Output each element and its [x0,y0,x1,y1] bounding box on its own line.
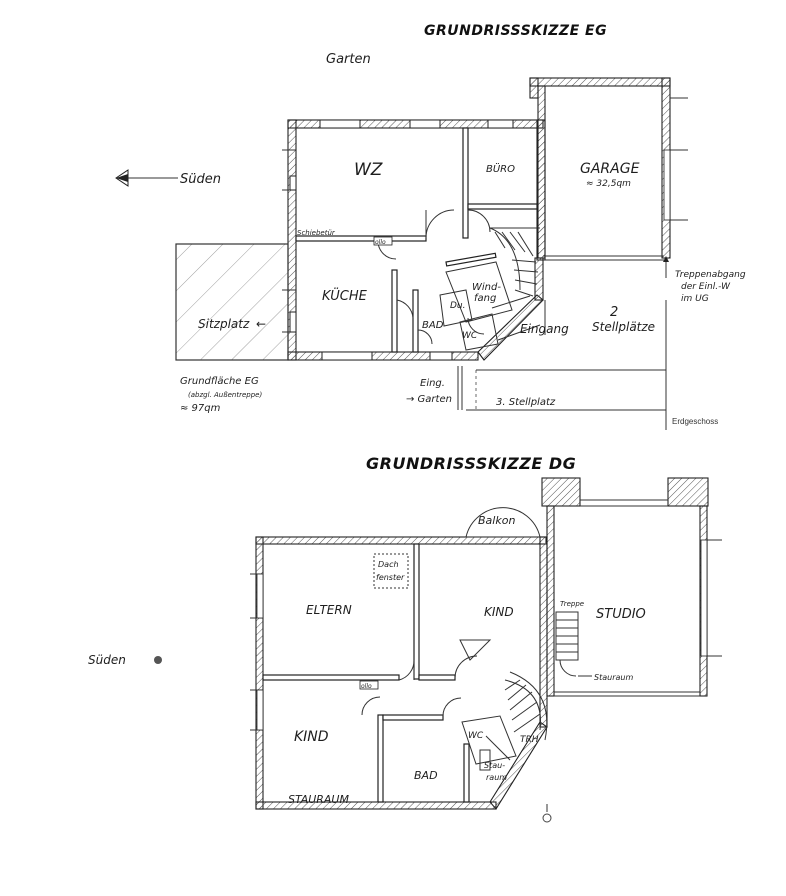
dg-label-sueden: Süden [88,653,126,667]
dg-label-dachfenster-2: fenster [376,573,405,582]
eg-wall-right-lower [534,257,544,301]
eg-label-treppen-1: Treppenabgang [675,270,746,280]
dg-label-eltern: ELTERN [306,603,352,617]
eg-label-grund-1: Grundfläche EG [180,376,259,387]
dg-label-trh: TRH [520,735,539,745]
eg-label-eing-2: → Garten [406,394,452,405]
eg-wall-kueche-bad [391,269,398,353]
eg-label-treppen-3: im UG [681,294,709,304]
eg-label-garten: Garten [326,52,371,67]
dg-label-bad: BAD [414,769,438,782]
eg-stairs [489,227,540,297]
eg-label-du: Du. [450,301,466,311]
eg-wall-buero-bottom [467,203,538,210]
eg-label-wc: WC [462,331,478,341]
title-dg: GRUNDRISSSKIZZE DG [366,454,576,473]
svg-text:←: ← [256,317,266,331]
eg-label-erdgeschoss: Erdgeschoss [672,417,718,426]
eg-wc [459,313,499,351]
eg-label-eing-1: Eing. [420,378,445,389]
dg-label-stauraum-side: Stauraum [594,673,633,682]
dg-label-dachfenster-1: Dach [378,560,399,569]
dg-plan: ollo [154,477,722,823]
eg-ollo: ollo [375,239,386,246]
eg-plan: ollo [115,77,688,430]
eg-garage [529,77,688,278]
eg-wall-wz-kueche [295,235,427,242]
eg-label-wz: WZ [354,160,383,180]
eg-windfang [445,261,513,323]
eg-sitzplatz-area [175,243,289,361]
eg-label-sueden: Süden [180,172,221,187]
eg-wall-bad-left [412,289,419,353]
dg-label-stau-1: Stau- [484,761,505,770]
dg-label-stauraum: STAURAUM [288,793,349,806]
dg-label-kind-bottom: KIND [294,729,329,745]
dg-label-kind-top: KIND [484,605,514,619]
dg-label-stau-2: raum [486,773,507,782]
eg-label-garage-area: ≈ 32,5qm [586,179,631,189]
eg-label-treppen-2: der Einl.-W [681,282,731,292]
eg-label-eingang: Eingang [520,322,569,336]
eg-label-sitzplatz: Sitzplatz [198,317,250,331]
eg-label-grund-3: ≈ 97qm [180,403,221,414]
eg-label-buero: BÜRO [486,162,515,175]
eg-label-bad: BAD [422,320,444,331]
eg-du [439,289,473,327]
title-eg: GRUNDRISSSKIZZE EG [424,23,607,39]
dg-label-studio: STUDIO [596,607,646,622]
dg-ollo: ollo [361,683,372,690]
eg-label-stellplaetze: Stellplätze [592,320,655,334]
eg-label-stellplatz3: 3. Stellplatz [496,397,556,408]
dg-label-wc: WC [468,731,484,741]
dg-label-treppe: Treppe [560,600,584,608]
eg-label-wind: Wind- [472,282,501,293]
dg-stairs [504,671,548,741]
eg-label-stellplaetze-count: 2 [610,305,618,320]
dg-label-balkon: Balkon [478,514,515,527]
dg-studio [541,477,722,697]
eg-label-schiebetuer: Schiebetür [297,229,336,237]
eg-label-grund-2: (abzgl. Außentreppe) [188,391,262,399]
eg-label-garage: GARAGE [580,161,640,177]
eg-label-fang: fang [474,293,496,304]
eg-wall-wz-buero [462,127,469,239]
eg-label-kueche: KÜCHE [322,287,368,304]
